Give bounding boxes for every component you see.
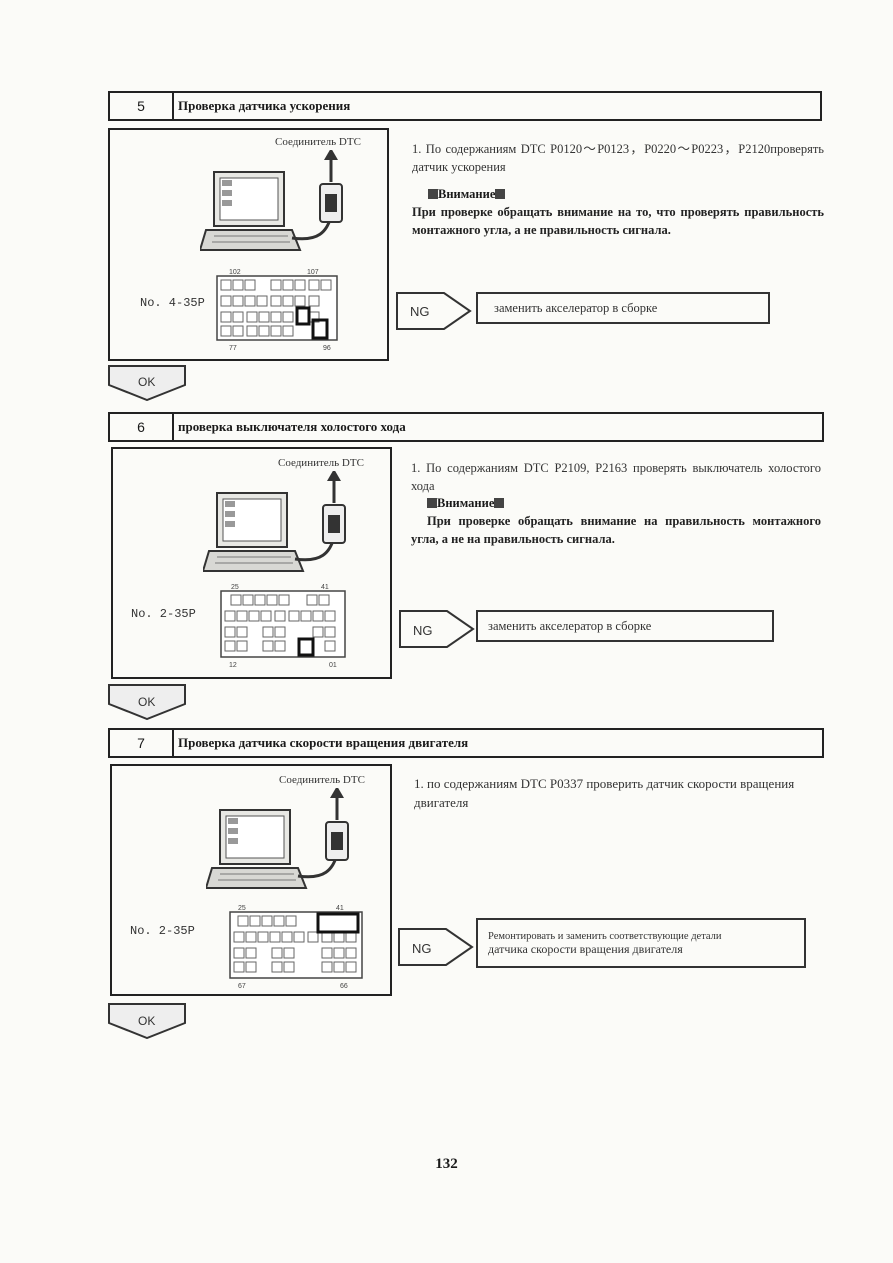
step-6-warning: Внимание При проверке обращать внимание … xyxy=(411,494,821,548)
square-bullet-icon xyxy=(427,498,437,508)
step-title: проверка выключателя холостого хода xyxy=(178,419,406,434)
ok-label: OK xyxy=(138,695,155,709)
square-bullet-icon xyxy=(494,498,505,508)
pin-label: 66 xyxy=(340,983,348,990)
pin-label: 01 xyxy=(329,662,337,669)
connector-pinout-diagram: 102 107 77 96 xyxy=(216,269,338,352)
warning-title: Внимание xyxy=(438,187,496,201)
ng-label: NG xyxy=(410,304,430,319)
step-5-figure: Соединитель DTC No. 4-35P 102 107 xyxy=(108,128,389,361)
pin-label: 77 xyxy=(229,345,237,352)
warning-text: При проверке обращать внимание на правил… xyxy=(411,514,821,546)
step-number: 6 xyxy=(110,414,174,440)
step-title: Проверка датчика скорости вращения двига… xyxy=(178,735,469,750)
step-7-description: 1. по содержаниям DTC P0337 проверить да… xyxy=(414,776,795,810)
connector-number: No. 4-35P xyxy=(140,296,205,310)
step-title: Проверка датчика ускорения xyxy=(178,98,351,113)
pin-label: 96 xyxy=(323,345,331,352)
ng-arrow: NG xyxy=(399,610,475,648)
ng-action-text-line2: датчика скорости вращения двигателя xyxy=(488,942,683,956)
connector-pinout-diagram: 25 41 67 66 xyxy=(229,905,363,990)
connector-number: No. 2-35P xyxy=(130,924,195,938)
laptop-tester-illustration xyxy=(206,788,349,889)
ok-label: OK xyxy=(138,375,155,389)
connector-number: No. 2-35P xyxy=(131,607,196,621)
step-5-header: 5 Проверка датчика ускорения xyxy=(108,91,822,121)
ng-label: NG xyxy=(413,623,433,638)
connector-pinout-diagram: 25 41 12 01 xyxy=(220,584,346,669)
step-6-figure: Соединитель DTC No. 2-35P 25 41 12 01 xyxy=(111,447,392,679)
ok-arrow: OK xyxy=(108,1003,186,1039)
pin-label: 107 xyxy=(307,269,319,276)
ng-label: NG xyxy=(412,941,432,956)
step-6-description: 1. По содержаниям DTC P2109, P2163 прове… xyxy=(411,461,821,493)
ok-arrow: OK xyxy=(108,684,186,720)
step-7-header: 7 Проверка датчика скорости вращения дви… xyxy=(108,728,824,758)
connector-label: Соединитель DTC xyxy=(275,136,361,148)
ng-action-box: заменить акселератор в сборке xyxy=(476,610,774,642)
pin-label: 25 xyxy=(231,584,239,591)
connector-label: Соединитель DTC xyxy=(278,457,364,469)
ng-action-box: Ремонтировать и заменить соответствующие… xyxy=(476,918,806,968)
ok-arrow: OK xyxy=(108,365,186,401)
pin-label: 41 xyxy=(336,905,344,912)
laptop-tester-illustration xyxy=(200,150,343,251)
pin-label: 12 xyxy=(229,662,237,669)
ng-action-text-line1: Ремонтировать и заменить соответствующие… xyxy=(488,931,722,942)
ng-action-text: заменить акселератор в сборке xyxy=(488,618,652,633)
step-5-warning: Внимание При проверке обращать внимание … xyxy=(412,185,824,239)
connector-label: Соединитель DTC xyxy=(279,774,365,786)
step-number: 7 xyxy=(110,730,174,756)
step-5-description: 1. По содержаниям DTC P0120～P0123，P0220～… xyxy=(412,142,824,174)
page-number: 132 xyxy=(435,1156,458,1172)
warning-text: При проверке обращать внимание на то, чт… xyxy=(412,205,824,237)
pin-label: 67 xyxy=(238,983,246,990)
square-bullet-icon xyxy=(428,189,438,199)
laptop-tester-illustration xyxy=(203,471,346,572)
warning-title: Внимание xyxy=(437,496,495,510)
square-bullet-icon xyxy=(495,189,506,199)
ng-action-text: заменить акселератор в сборке xyxy=(494,300,658,315)
step-number: 5 xyxy=(110,93,174,119)
ng-arrow: NG xyxy=(398,928,474,966)
pin-label: 41 xyxy=(321,584,329,591)
pin-label: 25 xyxy=(238,905,246,912)
pin-label: 102 xyxy=(229,269,241,276)
ng-action-box: заменить акселератор в сборке xyxy=(476,292,770,324)
ok-label: OK xyxy=(138,1014,155,1028)
step-6-header: 6 проверка выключателя холостого хода xyxy=(108,412,824,442)
ng-arrow: NG xyxy=(396,292,472,330)
step-7-figure: Соединитель DTC No. 2-35P 25 41 67 66 xyxy=(110,764,392,996)
